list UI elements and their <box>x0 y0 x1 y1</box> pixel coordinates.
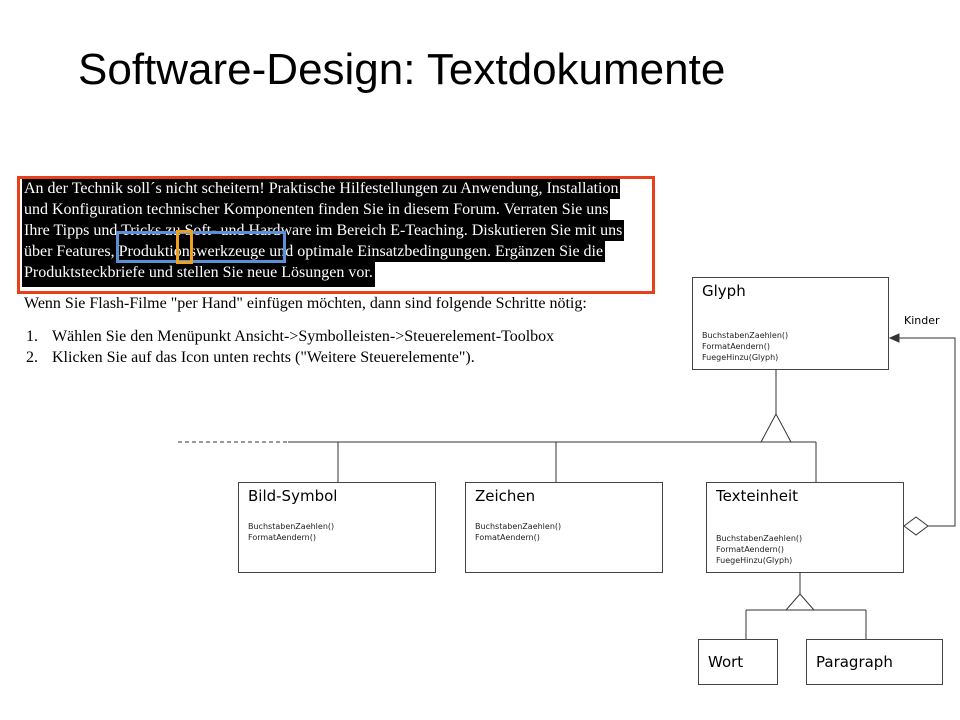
kinder-label: Kinder <box>904 314 940 327</box>
zeichen-operations: BuchstabenZaehlen() FomatAendern() <box>475 521 561 543</box>
list-number: 2. <box>26 349 38 366</box>
operation: BuchstabenZaehlen() <box>475 522 562 531</box>
list-number: 1. <box>26 328 38 345</box>
highlighted-line: Produktsteckbriefe und stellen Sie neue … <box>22 262 375 287</box>
paragraph-class-box: Paragraph <box>806 639 943 685</box>
texteinheit-operations: BuchstabenZaehlen() FormatAendern() Fueg… <box>716 533 802 566</box>
highlighted-line: An der Technik soll´s nicht scheitern! P… <box>22 178 621 199</box>
operation: FormatAendern() <box>716 545 784 554</box>
operation: FomatAendern() <box>475 533 540 542</box>
wort-class-box: Wort <box>698 639 778 685</box>
bild-symbol-class-box: Bild-Symbol BuchstabenZaehlen() FormatAe… <box>238 482 436 573</box>
list-item: 2. Klicken Sie auf das Icon unten rechts … <box>22 347 672 368</box>
document-text-line: Wenn Sie Flash-Filme "per Hand" einfügen… <box>24 295 587 312</box>
glyph-class-box: Glyph BuchstabenZaehlen() FormatAendern(… <box>692 277 889 370</box>
glyph-class-name: Glyph <box>702 282 746 300</box>
zeichen-class-name: Zeichen <box>475 487 536 505</box>
operation: FormatAendern() <box>248 533 316 542</box>
list-item-text: Wählen Sie den Menüpunkt Ansicht->Symbol… <box>52 328 555 345</box>
wort-class-name: Wort <box>708 653 744 671</box>
list-item-text: Klicken Sie auf das Icon unten rechts ("… <box>52 349 475 366</box>
kinder-association <box>892 337 956 527</box>
paragraph-class-name: Paragraph <box>816 653 893 671</box>
document-sample: An der Technik soll´s nicht scheitern! P… <box>22 178 672 368</box>
highlighted-line: über Features, Produktionswerkzeuge und … <box>22 241 606 262</box>
operation: FormatAendern() <box>702 342 770 351</box>
word-highlight-box <box>116 231 286 263</box>
bild-symbol-class-name: Bild-Symbol <box>248 487 338 505</box>
operation: FuegeHinzu(Glyph) <box>702 353 779 362</box>
bild-symbol-operations: BuchstabenZaehlen() FormatAendern() <box>248 521 334 543</box>
highlighted-line: und Konfiguration technischer Komponente… <box>22 199 611 220</box>
zeichen-class-box: Zeichen BuchstabenZaehlen() FomatAendern… <box>465 482 663 573</box>
list-item: 1. Wählen Sie den Menüpunkt Ansicht->Symb… <box>22 326 672 347</box>
highlighted-line: Ihre Tipps und Tricks zu Soft- und Hardw… <box>22 220 625 241</box>
operation: BuchstabenZaehlen() <box>248 522 335 531</box>
texteinheit-class-name: Texteinheit <box>716 487 799 505</box>
aggregation-diamond <box>903 516 929 536</box>
operation: BuchstabenZaehlen() <box>716 534 803 543</box>
glyph-operations: BuchstabenZaehlen() FormatAendern() Fueg… <box>702 330 788 363</box>
inheritance-triangle <box>760 412 792 443</box>
operation: FuegeHinzu(Glyph) <box>716 556 793 565</box>
character-highlight-box <box>176 230 193 264</box>
operation: BuchstabenZaehlen() <box>702 331 789 340</box>
texteinheit-class-box: Texteinheit BuchstabenZaehlen() FormatAe… <box>706 482 904 573</box>
sub-inheritance-triangle <box>784 593 816 611</box>
paragraph-highlight-box <box>17 176 655 294</box>
slide-title: Software-Design: Textdokumente <box>78 45 726 94</box>
kinder-arrowhead <box>888 333 900 343</box>
